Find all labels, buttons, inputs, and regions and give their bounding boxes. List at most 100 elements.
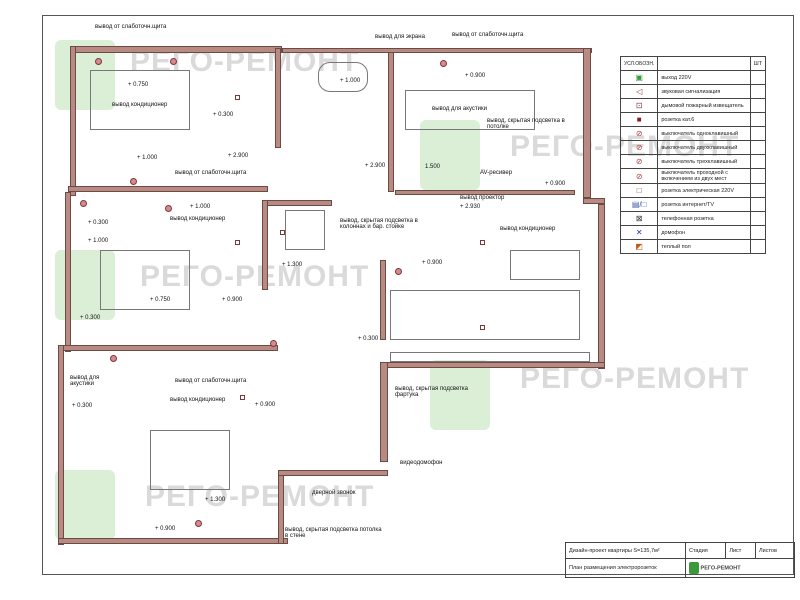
switch-marker (110, 355, 117, 362)
legend-label: розетка электрическая 220V (657, 183, 751, 198)
wall (58, 345, 64, 545)
annotation: вывод для акустики (432, 106, 487, 112)
wall (262, 200, 332, 206)
watermark-logo (430, 360, 490, 430)
wall (583, 198, 605, 204)
shower (285, 210, 325, 250)
kitchen-counter (390, 352, 590, 362)
drawing-frame (42, 15, 794, 575)
bathtub (318, 62, 368, 92)
watermark: РЕГО-РЕМОНТ (140, 260, 370, 293)
annotation: + 0.300 (72, 403, 93, 409)
socket-marker (280, 230, 285, 235)
wall (598, 204, 605, 369)
wall (395, 190, 575, 195)
annotation: вывод, скрытая подсветка в потолке (487, 118, 565, 130)
wall (278, 470, 284, 544)
annotation: + 1.000 (340, 78, 361, 84)
smoke-detector-icon: ⊡ (619, 98, 659, 113)
legend-row: ⊠телефонная розетка (619, 211, 767, 226)
legend-qty (749, 211, 767, 226)
legend-label: телефонная розетка (657, 211, 751, 226)
legend-label: выключатель одноклавишный (657, 126, 751, 141)
bed (90, 70, 190, 130)
switch-marker (95, 58, 102, 65)
annotation: + 0.300 (80, 315, 101, 321)
annotation: вывод от слаботочн.щита (175, 170, 247, 176)
annotation: + 0.750 (128, 82, 149, 88)
legend-label: теплый пол (657, 239, 751, 254)
annotation: + 0.300 (213, 112, 234, 118)
annotation: + 0.300 (358, 336, 379, 342)
switch-single-icon: ⊘ (619, 126, 659, 141)
switch-marker (130, 178, 137, 185)
speaker-icon: ◁ (619, 84, 659, 99)
switch-triple-icon: ⊘ (619, 154, 659, 169)
annotation: + 2.900 (228, 153, 249, 159)
outlet-220v-icon: ▣ (619, 70, 659, 85)
legend-label: выход 220V (657, 70, 751, 85)
switch-marker (165, 205, 172, 212)
annotation: вывод кондиционер (112, 102, 168, 108)
bed (150, 430, 230, 490)
annotation: + 1.000 (88, 238, 109, 244)
bar-counter (390, 290, 580, 340)
wall (70, 46, 76, 196)
annotation: вывод от слаботочн.щита (95, 24, 167, 30)
annotation: AV-ресивер (480, 170, 513, 176)
bed (100, 250, 190, 310)
legend-row: ▤/□розетка интернет/TV (619, 197, 767, 212)
legend-row: □розетка электрическая 220V (619, 183, 767, 198)
annotation: вывод кондиционер (170, 216, 226, 222)
legend-label: выключатель трехклавишный (657, 154, 751, 169)
switch-marker (270, 340, 277, 347)
annotation: вывод от слаботочн.щита (452, 32, 524, 38)
wall (72, 46, 282, 53)
wall (380, 260, 386, 340)
legend-qty (749, 168, 767, 184)
annotation: вывод для экрана (375, 34, 425, 40)
annotation: + 0.900 (222, 297, 243, 303)
socket-marker (480, 240, 485, 245)
annotation: + 0.900 (465, 73, 486, 79)
switch-marker (80, 200, 87, 207)
dining-table (510, 250, 580, 280)
wall (275, 48, 281, 148)
legend-row: ⊘выключатель одноклавишный (619, 126, 767, 141)
switch-marker (170, 58, 177, 65)
legend-header-qty: ШТ (749, 56, 767, 71)
sofa (405, 90, 535, 130)
legend-table: УСЛ.ОБОЗН.ШТ ▣выход 220V◁звуковая сигнал… (619, 56, 767, 254)
cat6-socket-icon: ■ (619, 112, 659, 127)
legend-label: выключатель проходной с включением из дв… (657, 168, 751, 184)
legend-header-blank (657, 56, 751, 71)
legend-row: ■розетка кат.6 (619, 112, 767, 127)
legend-header-symbol: УСЛ.ОБОЗН. (619, 56, 659, 71)
switch-double-icon: ⊘ (619, 140, 659, 155)
annotation: вывод кондиционер (500, 226, 556, 232)
legend-qty (749, 154, 767, 169)
legend-label: дымовой пожарный извещатель (657, 98, 751, 113)
socket-marker (235, 95, 240, 100)
internet-tv-socket-icon: ▤/□ (619, 197, 659, 212)
wall (262, 200, 268, 290)
annotation: + 0.300 (88, 220, 109, 226)
sheet-label: Лист (725, 542, 757, 559)
annotation: + 1.000 (190, 204, 211, 210)
annotation: видеодомофон (400, 460, 443, 466)
legend-row: ⊘выключатель проходной с включением из д… (619, 168, 767, 184)
annotation: вывод, скрытая подсветка фартука (395, 386, 468, 398)
legend-row: ⊘выключатель двухклавишный (619, 140, 767, 155)
stage-label: Стадия (684, 542, 727, 559)
legend-label: розетка интернет/TV (657, 197, 751, 212)
company-logo: РЕГО-РЕМОНТ (685, 558, 795, 578)
phone-socket-icon: ⊠ (619, 211, 659, 226)
wall (388, 52, 394, 192)
legend-qty (749, 112, 767, 127)
switch-marker (395, 268, 402, 275)
wall (68, 186, 268, 192)
annotation: вывод проектор (460, 195, 505, 201)
legend-label: выключатель двухклавишный (657, 140, 751, 155)
switch-passthrough-icon: ⊘ (619, 168, 659, 184)
legend-qty (749, 183, 767, 198)
